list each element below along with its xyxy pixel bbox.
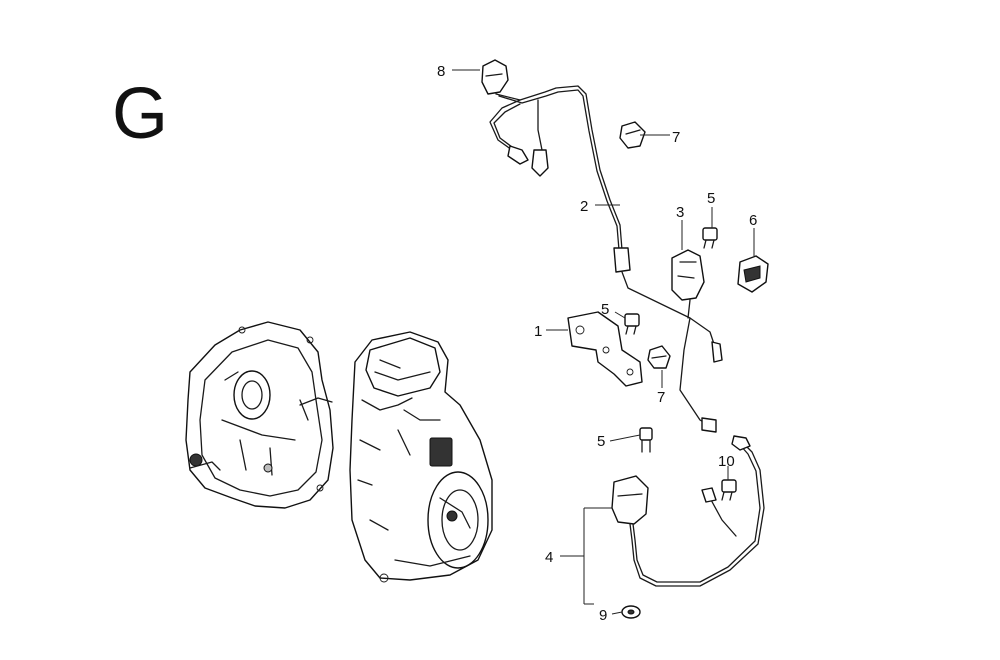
callout-5-middle: 5 — [601, 301, 609, 318]
part-2-wire — [489, 85, 723, 433]
part-7-clip-lower — [647, 345, 671, 369]
part-5-bolt-middle — [624, 313, 640, 335]
part-4-sensor — [611, 435, 765, 587]
callout-7-top: 7 — [672, 129, 680, 146]
part-1-bracket — [567, 311, 643, 387]
callout-7-lower: 7 — [657, 389, 665, 406]
part-3-module — [671, 249, 705, 319]
callout-4: 4 — [545, 549, 553, 566]
callout-6: 6 — [749, 212, 757, 229]
engine-block-drawing — [349, 331, 493, 583]
callout-5-lower: 5 — [597, 433, 605, 450]
leader-lines — [452, 69, 755, 615]
part-5-bolt-lower — [639, 427, 653, 453]
part-6-clip — [737, 255, 769, 293]
part-10-bolt — [721, 479, 737, 501]
callout-3: 3 — [676, 204, 684, 221]
part-5-bolt-top — [702, 227, 718, 249]
callouts: 8 7 2 3 5 6 5 1 7 5 10 4 9 — [437, 63, 757, 624]
section-letter: G — [112, 74, 169, 154]
callout-5-top: 5 — [707, 190, 715, 207]
part-7-clip-top — [619, 121, 646, 149]
callout-9: 9 — [599, 607, 607, 624]
part-8-clip — [481, 59, 509, 95]
callout-2: 2 — [580, 198, 588, 215]
callout-8: 8 — [437, 63, 445, 80]
callout-1: 1 — [534, 323, 542, 340]
callout-10: 10 — [718, 453, 735, 470]
part-9-washer — [621, 605, 641, 619]
crankcase-cover-drawing — [185, 321, 334, 509]
